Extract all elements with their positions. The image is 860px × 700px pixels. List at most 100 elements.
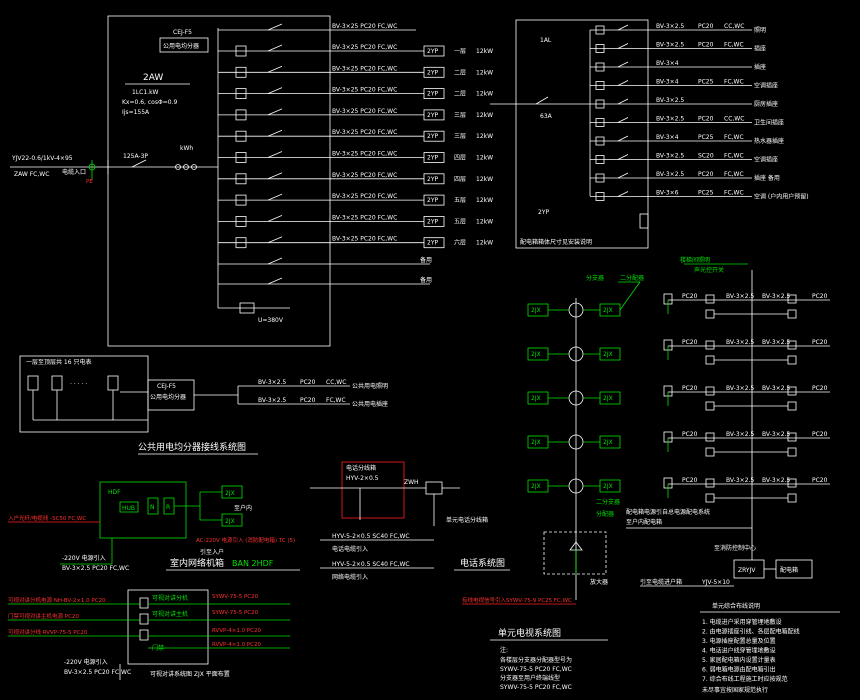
feeder-top-cable: BV-3×25 PC20 FC,WC xyxy=(332,23,397,30)
riser-pipe-left: PC20 xyxy=(682,431,698,438)
floor-name: 四层 xyxy=(454,155,466,162)
riser-bottom-code: YJV-5×10 xyxy=(701,579,730,586)
network-out-1: 2JX xyxy=(225,490,235,497)
floor-feeder-cable: BV-3×25 PC20 FC,WC xyxy=(332,65,397,72)
right-feeder-pipe: PC20 xyxy=(698,23,714,30)
right-panel-note: 配电箱箱体尺寸见安装说明 xyxy=(520,238,592,246)
spare-2: 备用 xyxy=(420,276,432,284)
public-box-title: 公共用电均分器接线系统图 xyxy=(138,441,246,453)
incoming-sub: ZAW FC,WC xyxy=(14,171,49,178)
panel-param-2: Kx=0.6, cosΦ=0.9 xyxy=(122,99,177,106)
public-line-2-way: FC,WC xyxy=(326,397,346,404)
tv-note-0: 注: xyxy=(500,646,508,654)
right-feeder-cable: BV-3×2.5 xyxy=(656,97,684,104)
network-output-note: 至户内 xyxy=(234,504,252,512)
floor-kw: 12kW xyxy=(476,218,493,225)
ups-label: 2YP xyxy=(427,155,438,162)
network-title: 室内网络机箱 xyxy=(170,557,224,569)
riser-pipe-left: PC20 xyxy=(682,339,698,346)
riser-top-1: 楼梯间照明 xyxy=(680,256,710,264)
ups-label: 2YP xyxy=(427,133,438,140)
ups-label: 2YP xyxy=(427,112,438,119)
floor-feeder-cable: BV-3×25 PC20 FC,WC xyxy=(332,172,397,179)
legend-item: 5. 家居配电箱内设置计量表 xyxy=(702,656,776,664)
floor-feeder-cable: BV-3×25 PC20 FC,WC xyxy=(332,44,397,51)
floor-feeder-cable: BV-3×25 PC20 FC,WC xyxy=(332,87,397,94)
floor-kw: 12kW xyxy=(476,155,493,162)
ups-label: 2YP xyxy=(427,240,438,247)
floor-name: 五层 xyxy=(454,218,466,225)
tv-top-label-1: 分支器 xyxy=(586,274,604,282)
intercom-red-2: 门禁可视对讲主机电源 PC20 xyxy=(8,612,79,620)
right-feeder-way: FC,WC xyxy=(724,134,744,141)
riser-right-box: 配电箱 xyxy=(780,566,798,574)
right-feeder-pipe: PC25 xyxy=(698,190,714,197)
tv-outlet-left: 2JX xyxy=(531,307,541,314)
network-note-power: -220V 电源引入 xyxy=(62,554,106,562)
right-feeder-load: 照明 xyxy=(754,27,766,34)
right-feeder-cable: BV-3×2.5 xyxy=(656,42,684,49)
right-feeder-cable: BV-3×4 xyxy=(656,60,679,67)
floor-feeder-cable: BV-3×25 PC20 FC,WC xyxy=(332,129,397,136)
riser-pipe-right: PC20 xyxy=(812,431,828,438)
right-feeder-load: 卫生间插座 xyxy=(754,119,784,127)
floor-feeder-cable: BV-3×25 PC20 FC,WC xyxy=(332,214,397,221)
tv-title: 单元电视系统图 xyxy=(498,627,561,639)
tv-outlet-right: 2JX xyxy=(603,307,613,314)
riser-cable-left: BV-3×2.5 xyxy=(726,477,754,484)
right-feeder-pipe: PC20 xyxy=(698,116,714,123)
right-feeder-cable: BV-3×2.5 xyxy=(656,23,684,30)
right-bottom-label: 2YP xyxy=(538,209,549,216)
floor-name: 五层 xyxy=(454,197,466,204)
panel-id: 2AW xyxy=(143,73,163,83)
tv-outlet-right: 2JX xyxy=(603,483,613,490)
right-feeder-load: 热水器插座 xyxy=(754,137,784,145)
right-feeder-load: 空调插座 xyxy=(754,82,778,90)
right-feeder-cable: BV-3×2.5 xyxy=(656,116,684,123)
svg-text:63A: 63A xyxy=(540,113,553,120)
riser-cable-right: BV-3×2.5 xyxy=(762,385,790,392)
right-feeder-way: FC,WC xyxy=(724,79,744,86)
tv-note-3: 分支器至用户终端线型 xyxy=(500,674,560,682)
floor-name: 一层 xyxy=(454,48,466,55)
phone-box-label: 电话分线箱 xyxy=(346,464,376,472)
tv-note-2: SYWV-75-5 PC20 FC,WC xyxy=(500,666,572,673)
ups-label: 2YP xyxy=(427,197,438,204)
intercom-power-cable: BV-3×2.5 PC20 FC,WC xyxy=(64,669,131,676)
tv-outlet-left: 2JX xyxy=(531,351,541,358)
right-feeder-way: FC,WC xyxy=(724,190,744,197)
tv-input-red: 有线电视信号引入SYWV-75-9 PC25 FC,WC xyxy=(462,596,572,604)
public-box-label: 公用电均分器 xyxy=(150,393,186,401)
phone-cable-1: HYV-5-2×0.5 SC40 FC,WC xyxy=(332,533,410,540)
riser-right-label: 至消防控制中心 xyxy=(714,544,756,552)
riser-cable-left: BV-3×2.5 xyxy=(726,339,754,346)
meter-label: kWh xyxy=(180,145,193,152)
incoming-cable: YJV22-0.6/1kV-4×95 xyxy=(11,155,73,162)
network-note-entry: 引至入户 xyxy=(200,548,224,556)
network-out-2: 2JX xyxy=(225,518,235,525)
ups-label: 2YP xyxy=(427,91,438,98)
tv-outlet-right: 2JX xyxy=(603,395,613,402)
spare-1: 备用 xyxy=(420,256,432,264)
intercom-line-2: SYWV-75-5 PC20 xyxy=(212,610,259,616)
riser-cable-right: BV-3×2.5 xyxy=(762,477,790,484)
breaker-rating: 125A-3P xyxy=(123,153,148,160)
legend-item: 4. 电话进户线穿管埋地敷设 xyxy=(702,647,776,655)
phone-cable-2: HYV-5-2×0.5 SC40 FC,WC xyxy=(332,561,410,568)
riser-pipe-left: PC20 xyxy=(682,477,698,484)
ups-label: 2YP xyxy=(427,69,438,76)
panel-param-1: 1LC1.kW xyxy=(132,89,159,96)
